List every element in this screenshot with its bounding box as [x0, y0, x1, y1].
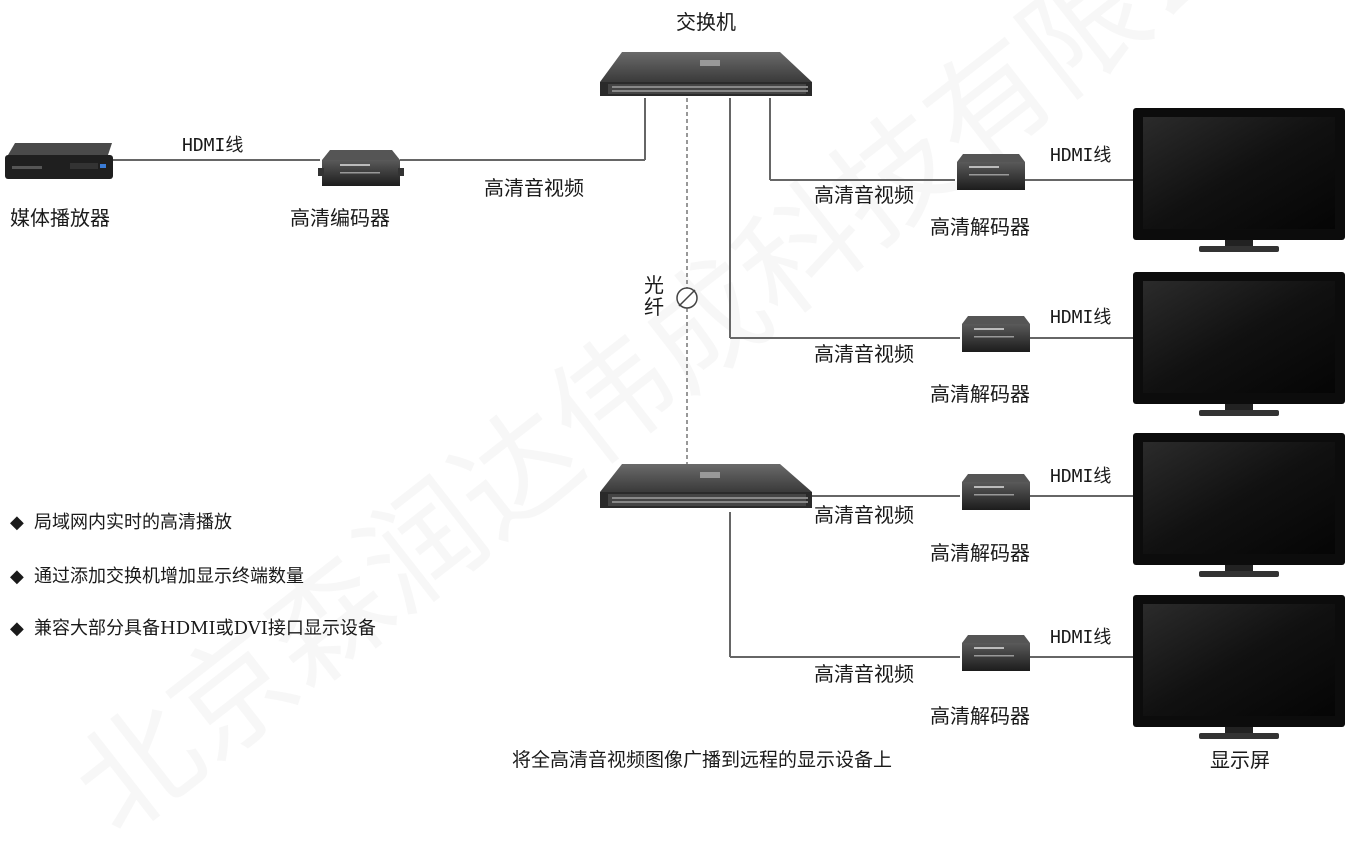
av-label: 高清音视频 [814, 183, 914, 207]
hdmi-label: HDMI线 [1050, 466, 1112, 487]
diamond-bullet-icon: ◆ [10, 566, 24, 587]
monitor-icon [1133, 595, 1345, 739]
network-diagram: 北京森润达伟成科技有限公司 [5, 10, 1345, 772]
cables [112, 98, 1140, 658]
av-label: 高清音视频 [814, 662, 914, 686]
diamond-bullet-icon: ◆ [10, 512, 24, 533]
decoder-icon [957, 154, 1025, 190]
decoder-icon [962, 316, 1030, 352]
decoder-icon [962, 474, 1030, 510]
hdmi-label: HDMI线 [182, 135, 244, 156]
feature-bullet: ◆ 局域网内实时的高清播放 [10, 512, 232, 534]
fiber-label-text: 光 纤 [644, 273, 664, 319]
decoder-icon [962, 635, 1030, 671]
decoder-label: 高清解码器 [930, 215, 1030, 239]
media-player-icon [5, 143, 113, 179]
feature-bullet: ◆ 通过添加交换机增加显示终端数量 [10, 566, 304, 588]
switch-label: 交换机 [676, 10, 736, 34]
decoder-label: 高清解码器 [930, 541, 1030, 565]
monitor-icon [1133, 108, 1345, 252]
av-label: 高清音视频 [814, 503, 914, 527]
feature-bullet: ◆ 兼容大部分具备HDMI或DVI接口显示设备 [10, 618, 376, 640]
player-label: 媒体播放器 [10, 206, 110, 230]
diamond-bullet-icon: ◆ [10, 618, 24, 639]
switch-top-icon [600, 52, 812, 96]
screen-label: 显示屏 [1210, 748, 1270, 772]
decoder-label: 高清解码器 [930, 704, 1030, 728]
av-label: 高清音视频 [484, 176, 584, 200]
av-label: 高清音视频 [814, 342, 914, 366]
fiber-symbol [676, 287, 698, 309]
encoder-label: 高清编码器 [290, 206, 390, 230]
feature-text: 局域网内实时的高清播放 [34, 512, 232, 533]
diagram-canvas [5, 52, 1345, 739]
hdmi-label: HDMI线 [1050, 307, 1112, 328]
diagram-caption: 将全高清音视频图像广播到远程的显示设备上 [512, 749, 893, 771]
feature-text: 兼容大部分具备HDMI或DVI接口显示设备 [34, 618, 376, 639]
hdmi-label: HDMI线 [1050, 145, 1112, 166]
monitor-icon [1133, 433, 1345, 577]
monitor-icon [1133, 272, 1345, 416]
feature-text: 通过添加交换机增加显示终端数量 [34, 566, 304, 587]
decoder-label: 高清解码器 [930, 382, 1030, 406]
encoder-icon [318, 150, 404, 186]
hdmi-label: HDMI线 [1050, 627, 1112, 648]
switch-bottom-icon [600, 464, 812, 508]
fiber-label: 光 纤 [644, 274, 664, 318]
